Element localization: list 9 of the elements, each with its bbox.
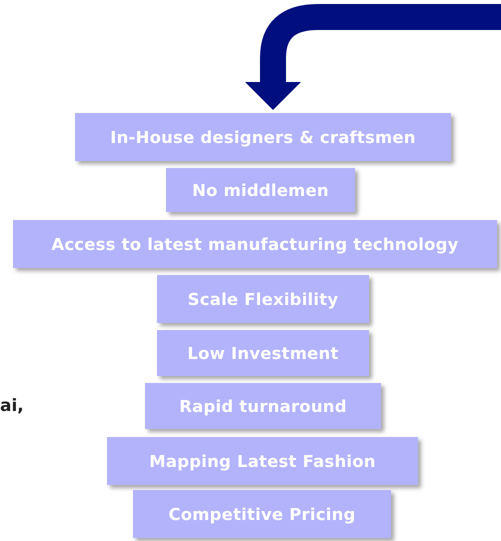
text-box: Rapid turnaround: [145, 383, 381, 429]
text-box: In-House designers & craftsmen: [75, 113, 451, 161]
text-box: No middlemen: [166, 168, 355, 212]
text-box: Mapping Latest Fashion: [107, 437, 418, 485]
text-box: Scale Flexibility: [157, 275, 369, 323]
text-box: Competitive Pricing: [133, 490, 391, 538]
text-box: Low Investment: [157, 330, 369, 376]
note-text: ai,: [0, 396, 24, 416]
text-box: Access to latest manufacturing technology: [13, 220, 497, 268]
